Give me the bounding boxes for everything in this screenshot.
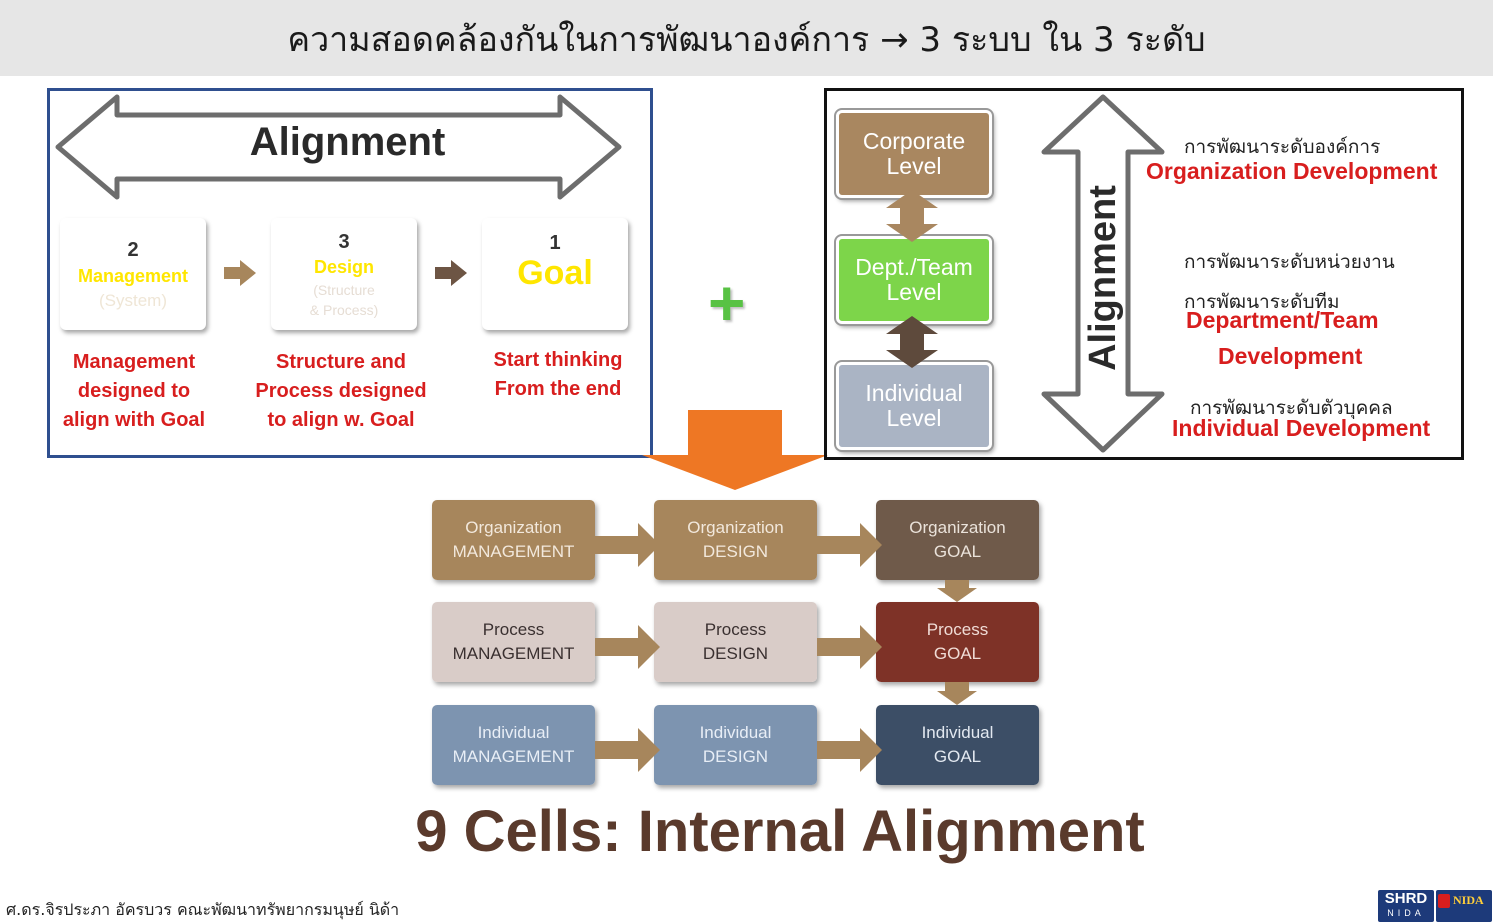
step-number-1: 1 (542, 230, 568, 256)
main-title: 9 Cells: Internal Alignment (415, 799, 1145, 864)
grid-cell-line2: GOAL (933, 542, 982, 561)
grid-cell-line2: DESIGN (702, 747, 769, 766)
grid-cell-line1: Individual (921, 723, 994, 742)
arrow-icon (595, 523, 660, 567)
vertical-alignment-arrow-icon (1041, 94, 1165, 453)
arrow-icon (595, 625, 660, 669)
grid-cell-line2: MANAGEMENT (452, 644, 575, 663)
step-number-2: 2 (120, 237, 146, 263)
goal-caption: Start thinking From the end (493, 349, 623, 400)
down-arrow-icon (642, 410, 828, 490)
nida-logo-text: NIDA (1453, 893, 1484, 907)
shrd-logo-sub: NIDA (1387, 908, 1425, 918)
arrow-right-icon (224, 260, 256, 286)
grid-cell-line1: Individual (477, 723, 550, 742)
goal-title: Goal (517, 254, 593, 292)
alignment-label: Alignment (249, 120, 446, 164)
grid-cell-line1: Process (482, 620, 545, 639)
design-caption: Structure and Process designed to align … (255, 351, 427, 431)
dept-dev-english-2: Development (1218, 343, 1363, 369)
org-dev-english: Organization Development (1146, 158, 1438, 184)
management-title: Management (77, 266, 189, 286)
shrd-logo: SHRD NIDA (1378, 890, 1434, 922)
design-box: 3 Design (Structure & Process) (271, 218, 417, 330)
step-number-3: 3 (331, 228, 357, 255)
slide-title: ความสอดคล้องกันในการพัฒนาองค์การ → 3 ระบ… (287, 20, 1206, 60)
arrow-right-icon (435, 260, 467, 286)
goal-box: 1 Goal (482, 218, 628, 330)
grid-cell-line2: DESIGN (702, 542, 769, 561)
grid-cell-line1: Process (704, 620, 767, 639)
updown-connector-icon (886, 190, 938, 242)
plus-icon: + (708, 267, 746, 339)
grid-cell-line2: GOAL (933, 747, 982, 766)
arrow-icon (595, 728, 660, 772)
title-bar (0, 0, 1493, 76)
arrow-icon (817, 523, 882, 567)
updown-connector-icon (886, 316, 938, 368)
dept-dev-english: Department/Team (1186, 307, 1379, 333)
right-panel (824, 88, 1464, 460)
team-dev-thai: การพัฒนาระดับทีม (1184, 291, 1340, 313)
management-caption: Management designed to align with Goal (62, 351, 206, 431)
grid-cell-line2: MANAGEMENT (452, 542, 575, 561)
grid-cell-line1: Organization (687, 518, 784, 537)
arrow-icon (817, 728, 882, 772)
arrow-icon (937, 682, 977, 705)
nida-logo: NIDA (1436, 890, 1492, 922)
ind-dev-thai: การพัฒนาระดับตัวบุคคล (1190, 397, 1393, 419)
footer-credit: ศ.ดร.จิรประภา อัครบวร คณะพัฒนาทรัพยากรมน… (6, 900, 400, 919)
management-sub: (System) (99, 291, 167, 310)
ind-dev-english: Individual Development (1172, 415, 1431, 441)
grid-cell-line2: DESIGN (702, 644, 769, 663)
grid-cell-line1: Organization (465, 518, 562, 537)
grid-cell-line2: GOAL (933, 644, 982, 663)
grid-cell-line1: Individual (699, 723, 772, 742)
grid-cell-line2: MANAGEMENT (452, 747, 575, 766)
grid-cell-line1: Process (926, 620, 989, 639)
grid-cell-line1: Organization (909, 518, 1006, 537)
arrow-icon (937, 580, 977, 602)
shrd-logo-text: SHRD (1384, 890, 1428, 907)
left-panel (47, 88, 653, 458)
arrow-icon (817, 625, 882, 669)
design-sub: (Structure & Process) (309, 281, 379, 318)
design-title: Design (313, 256, 374, 277)
dept-team-level-box: Dept./Team Level (836, 236, 992, 324)
alignment-double-arrow-icon (55, 94, 622, 200)
nida-emblem-icon (1438, 893, 1450, 908)
org-dev-thai: การพัฒนาระดับองค์การ (1184, 136, 1381, 158)
corporate-level-box: Corporate Level (836, 110, 992, 198)
dept-dev-thai: การพัฒนาระดับหน่วยงาน (1184, 251, 1395, 273)
management-box: 2 Management (System) (60, 218, 206, 330)
